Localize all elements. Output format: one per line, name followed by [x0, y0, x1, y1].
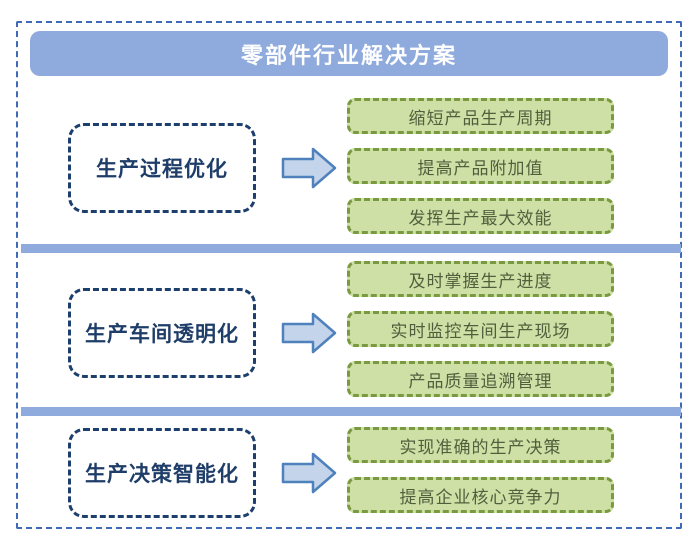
benefit-item: 发挥生产最大效能 [347, 198, 614, 234]
benefit-item-label: 缩短产品生产周期 [408, 108, 553, 128]
section-box-process-optimization: 生产过程优化 [68, 123, 256, 213]
benefit-item-label: 及时掌握生产进度 [408, 271, 553, 291]
benefit-item-label: 实时监控车间生产现场 [390, 321, 571, 341]
benefit-item: 实时监控车间生产现场 [347, 311, 614, 347]
section-label: 生产决策智能化 [85, 463, 239, 486]
page-title: 零部件行业解决方案 [240, 42, 457, 68]
benefit-list: 缩短产品生产周期 提高产品附加值 发挥生产最大效能 [347, 98, 614, 234]
benefit-item: 及时掌握生产进度 [347, 261, 614, 297]
section-label: 生产过程优化 [96, 158, 228, 181]
title-bar: 零部件行业解决方案 [30, 31, 668, 76]
section-box-decision-intelligence: 生产决策智能化 [68, 428, 256, 518]
benefit-item-label: 产品质量追溯管理 [408, 371, 553, 391]
benefit-item: 实现准确的生产决策 [347, 427, 614, 463]
benefit-list: 及时掌握生产进度 实时监控车间生产现场 产品质量追溯管理 [347, 261, 614, 397]
right-arrow-icon [281, 452, 337, 494]
benefit-item-label: 实现准确的生产决策 [399, 437, 562, 457]
section-divider [21, 244, 681, 253]
benefit-item: 提高产品附加值 [347, 148, 614, 184]
benefit-item: 缩短产品生产周期 [347, 98, 614, 134]
right-arrow-icon [281, 147, 337, 189]
benefit-item: 提高企业核心竞争力 [347, 477, 614, 513]
section-box-workshop-transparency: 生产车间透明化 [68, 288, 256, 378]
section-divider [21, 407, 681, 416]
benefit-item: 产品质量追溯管理 [347, 361, 614, 397]
right-arrow-icon [281, 312, 337, 354]
benefit-list: 实现准确的生产决策 提高企业核心竞争力 [347, 427, 614, 513]
benefit-item-label: 发挥生产最大效能 [408, 208, 553, 228]
outer-dashed-border [16, 21, 682, 529]
benefit-item-label: 提高企业核心竞争力 [399, 487, 562, 507]
benefit-item-label: 提高产品附加值 [417, 158, 544, 178]
section-label: 生产车间透明化 [85, 323, 239, 346]
